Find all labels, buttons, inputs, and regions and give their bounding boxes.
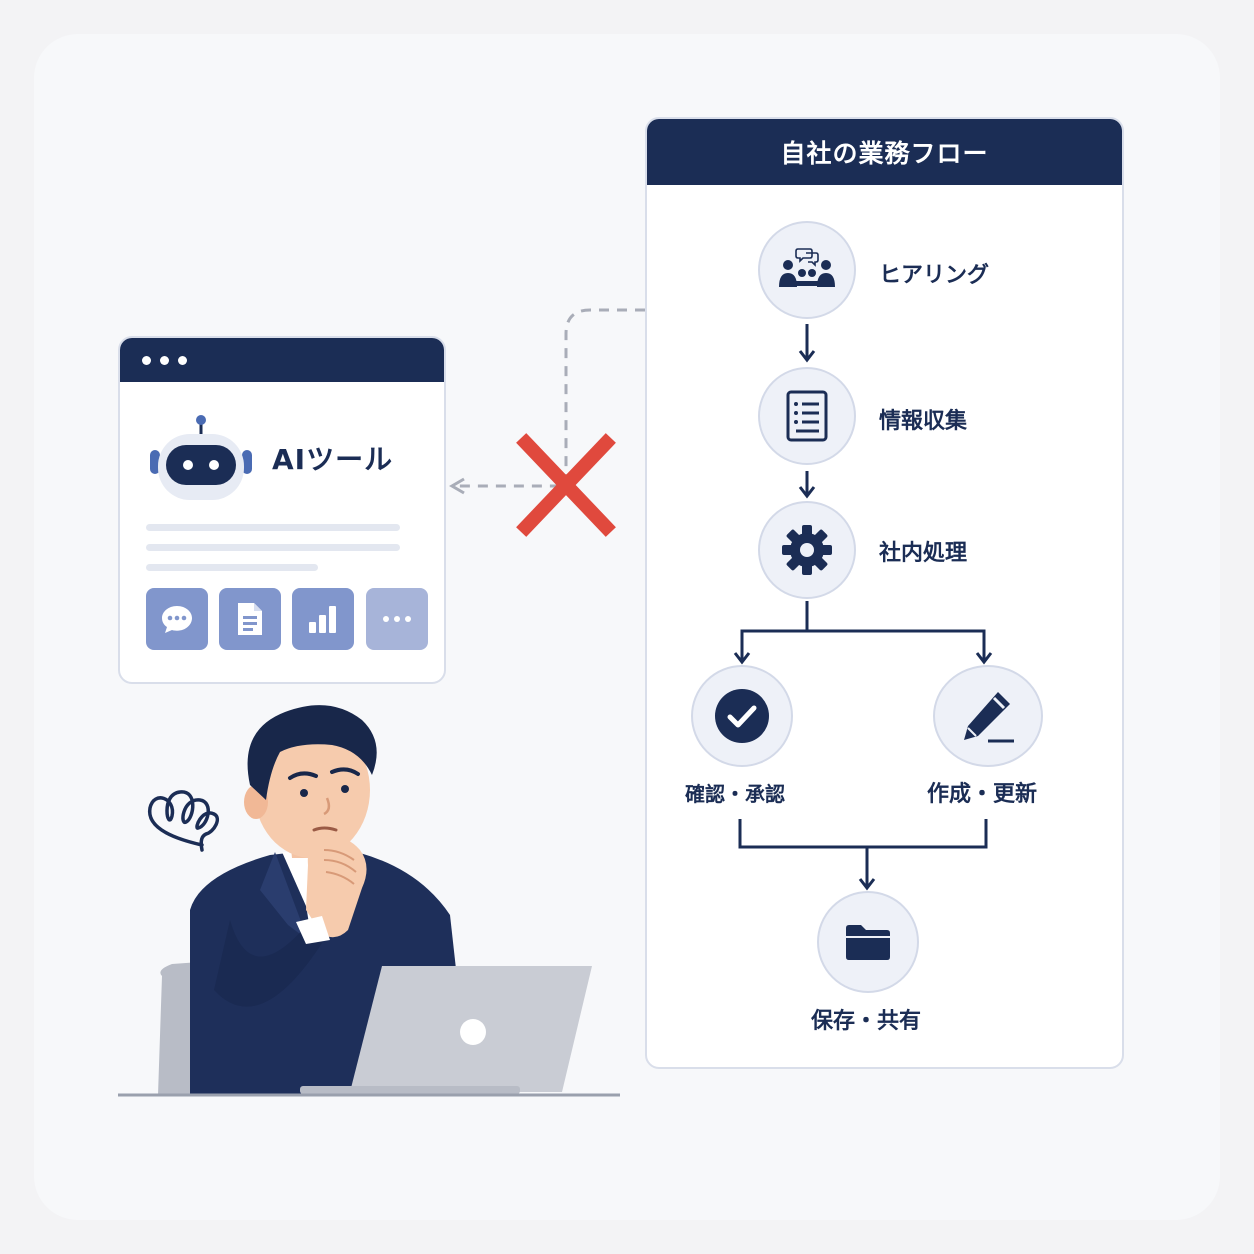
ai-tool-title: AIツール bbox=[272, 443, 394, 476]
confused-businessman-illustration bbox=[118, 705, 620, 1097]
window-dot bbox=[142, 356, 151, 365]
flow-header-title: 自社の業務フロー bbox=[647, 119, 1122, 185]
step-internal-label: 社内処理 bbox=[879, 541, 968, 566]
connector-arrowhead bbox=[449, 477, 465, 495]
flow-arrows bbox=[733, 324, 993, 891]
more-tile-button[interactable] bbox=[366, 588, 428, 650]
step-hearing-label: ヒアリング bbox=[879, 263, 990, 288]
step-info-circle bbox=[758, 367, 856, 465]
window-dot bbox=[160, 356, 169, 365]
red-x-mark-icon bbox=[516, 433, 616, 537]
step-save-circle bbox=[817, 891, 919, 993]
meeting-icon bbox=[779, 248, 835, 287]
confusion-scribble-icon bbox=[148, 790, 219, 852]
document-icon bbox=[238, 603, 262, 635]
pencil-icon bbox=[964, 692, 1014, 743]
checklist-document-icon bbox=[786, 390, 828, 442]
step-info-label: 情報収集 bbox=[879, 409, 968, 434]
step-create-label: 作成・更新 bbox=[927, 782, 1038, 807]
step-create-circle bbox=[933, 665, 1043, 767]
business-flow-panel: 自社の業務フロー ヒアリング bbox=[645, 117, 1124, 1069]
gear-icon bbox=[782, 525, 832, 575]
chat-tile-button[interactable] bbox=[146, 588, 208, 650]
chat-bubble-icon bbox=[162, 606, 192, 633]
window-dot bbox=[178, 356, 187, 365]
ai-tool-window: AIツール bbox=[118, 336, 446, 684]
more-dots-icon bbox=[383, 616, 411, 622]
step-internal-circle bbox=[758, 501, 856, 599]
document-tile-button[interactable] bbox=[219, 588, 281, 650]
check-circle-icon bbox=[715, 689, 769, 743]
step-save-label: 保存・共有 bbox=[811, 1009, 922, 1034]
folder-icon bbox=[846, 925, 890, 960]
step-approve-label: 確認・承認 bbox=[685, 782, 785, 806]
dashed-connector bbox=[458, 308, 645, 488]
chart-tile-button[interactable] bbox=[292, 588, 354, 650]
step-approve-circle bbox=[691, 665, 793, 767]
window-titlebar bbox=[120, 338, 444, 382]
bar-chart-icon bbox=[309, 606, 336, 633]
robot-icon bbox=[150, 415, 252, 500]
text-placeholder-line bbox=[146, 524, 400, 531]
text-placeholder-line bbox=[146, 564, 318, 571]
step-hearing-circle bbox=[758, 221, 856, 319]
text-placeholder-line bbox=[146, 544, 400, 551]
